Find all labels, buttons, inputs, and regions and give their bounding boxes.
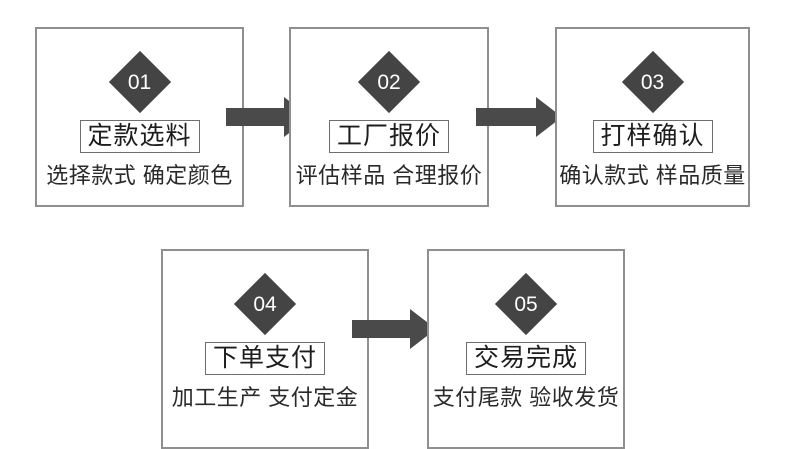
step-title-05[interactable]: 交易完成 [466, 342, 586, 375]
step-badge-03: 03 [621, 50, 684, 114]
step-number-02: 02 [377, 70, 401, 94]
step-description-05: 支付尾款 验收发货 [432, 385, 620, 410]
step-title-02[interactable]: 工厂报价 [329, 120, 449, 153]
arrow-right-icon-02-03 [476, 97, 564, 137]
step-card-05[interactable]: 05 交易完成 支付尾款 验收发货 [427, 249, 625, 449]
step-number-01: 01 [127, 70, 152, 94]
step-title-04[interactable]: 下单支付 [205, 342, 325, 375]
arrow-shaft [476, 108, 538, 126]
step-number-03: 03 [640, 70, 665, 94]
arrow-shaft [226, 108, 286, 126]
step-card-03[interactable]: 03 打样确认 确认款式 样品质量 [555, 27, 750, 207]
step-description-01: 选择款式 确定颜色 [46, 163, 233, 188]
step-card-02[interactable]: 02 工厂报价 评估样品 合理报价 [289, 27, 489, 207]
step-title-01[interactable]: 定款选料 [79, 120, 200, 153]
step-badge-04: 04 [233, 272, 297, 336]
arrow-shaft [352, 320, 412, 338]
step-description-03: 确认款式 样品质量 [559, 163, 746, 188]
step-badge-05: 05 [494, 272, 558, 336]
step-description-02: 评估样品 合理报价 [295, 163, 483, 188]
step-number-04: 04 [253, 292, 277, 316]
step-number-05: 05 [514, 292, 538, 316]
step-card-04[interactable]: 04 下单支付 加工生产 支付定金 [161, 249, 369, 449]
step-title-03[interactable]: 打样确认 [592, 120, 713, 153]
step-badge-02: 02 [357, 50, 421, 114]
step-card-01[interactable]: 01 定款选料 选择款式 确定颜色 [35, 27, 244, 207]
step-badge-01: 01 [108, 50, 171, 114]
step-description-04: 加工生产 支付定金 [171, 385, 359, 410]
